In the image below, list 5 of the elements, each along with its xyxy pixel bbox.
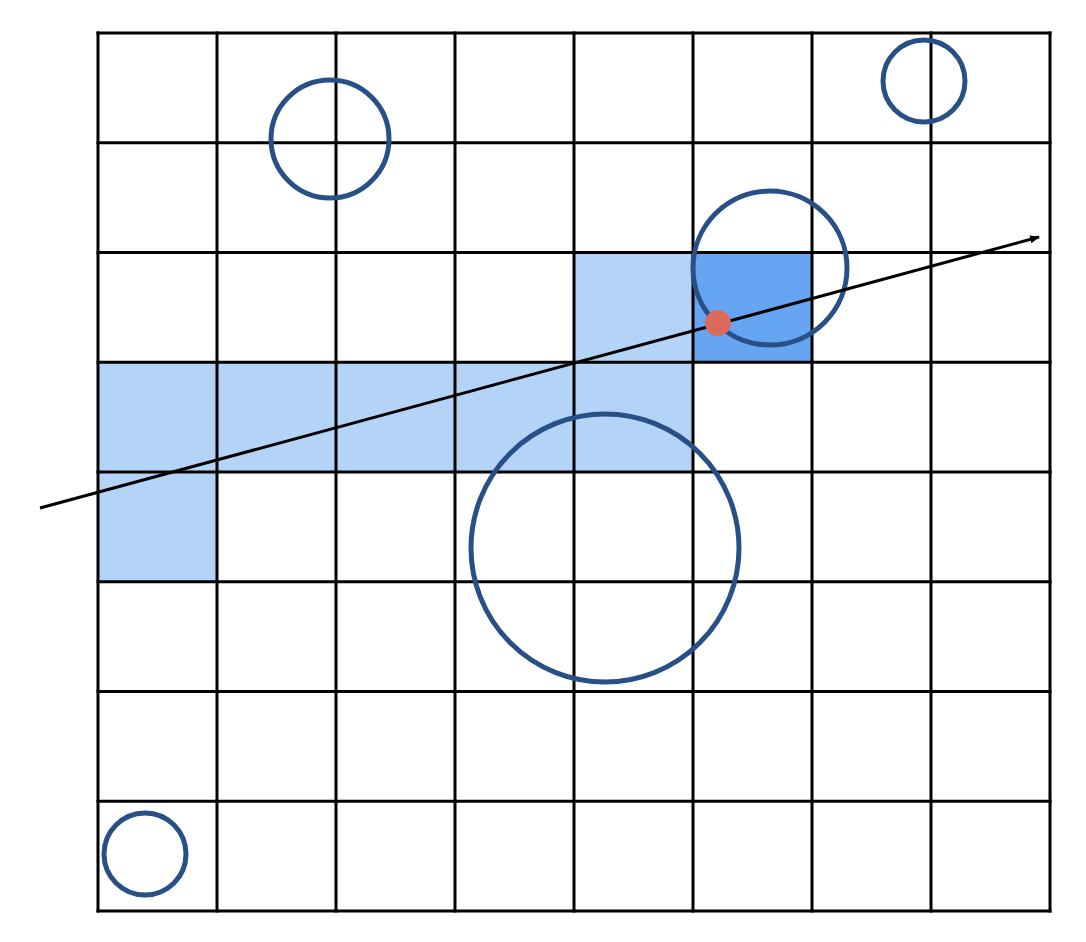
- circle: [468, 411, 742, 685]
- circle: [880, 37, 968, 125]
- circle: [690, 188, 850, 348]
- circle: [101, 810, 189, 898]
- circle: [268, 77, 392, 201]
